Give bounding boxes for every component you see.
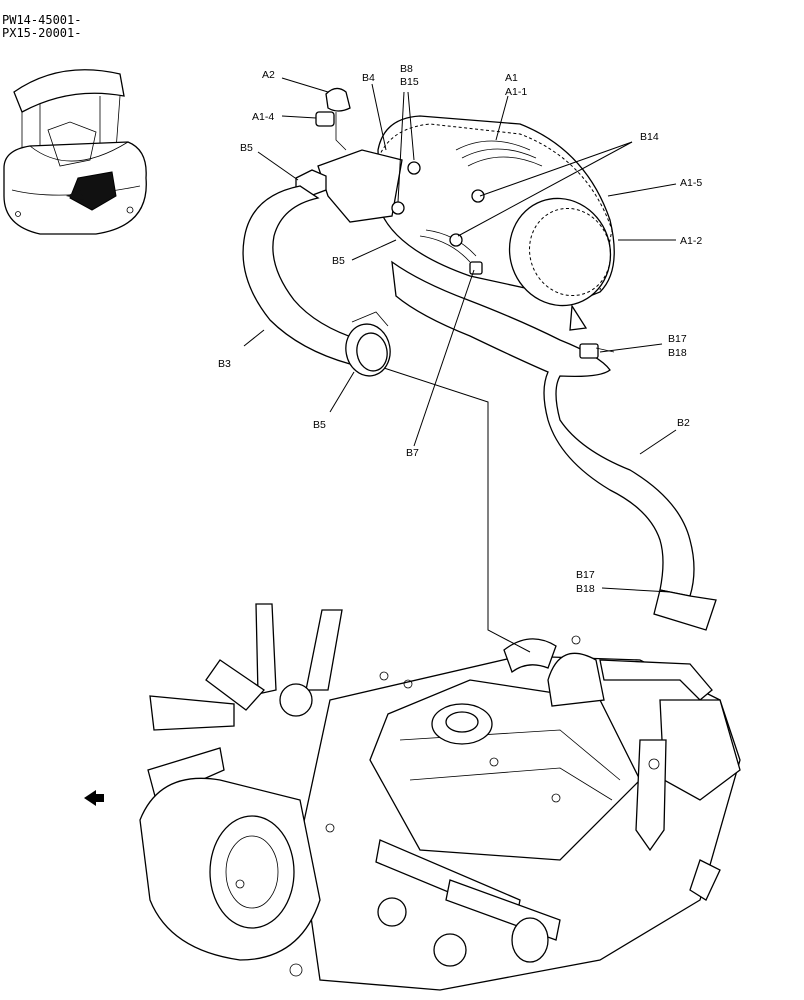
leader-lines <box>243 77 677 653</box>
label-b4: B4 <box>362 72 375 84</box>
machine-locator-thumbnail <box>3 69 147 235</box>
label-a1-1: A1-1 <box>505 86 527 98</box>
label-b17-top: B17 <box>668 333 687 345</box>
air-cleaner-assembly <box>295 87 615 331</box>
label-b2: B2 <box>677 417 690 429</box>
label-b8: B8 <box>400 63 413 75</box>
engine-assembly <box>139 603 741 991</box>
label-b5-top: B5 <box>240 142 253 154</box>
label-b7: B7 <box>406 447 419 459</box>
label-b17-bot: B17 <box>576 569 595 581</box>
label-b15: B15 <box>400 76 419 88</box>
label-b5-low: B5 <box>313 419 326 431</box>
label-b3: B3 <box>218 358 231 370</box>
callout-labels: A2 A1-4 B5 B4 B8 B15 A1 A1-1 B14 A1-5 A1… <box>218 63 702 595</box>
label-a1-4: A1-4 <box>252 111 274 123</box>
label-a1-2: A1-2 <box>680 235 702 247</box>
label-a1-5: A1-5 <box>680 177 702 189</box>
air-hose-b3 <box>242 185 391 377</box>
model-code-line-1: PW14-45001- <box>2 13 82 27</box>
front-direction-arrow-icon <box>84 790 104 806</box>
label-b18-bot: B18 <box>576 583 595 595</box>
model-code-line-2: PX15-20001- <box>2 26 82 40</box>
label-a1: A1 <box>505 72 518 84</box>
label-b14: B14 <box>640 131 659 143</box>
air-hose-b2 <box>391 260 717 631</box>
label-b18-top: B18 <box>668 347 687 359</box>
label-a2: A2 <box>262 69 275 81</box>
label-b5-mid: B5 <box>332 255 345 267</box>
